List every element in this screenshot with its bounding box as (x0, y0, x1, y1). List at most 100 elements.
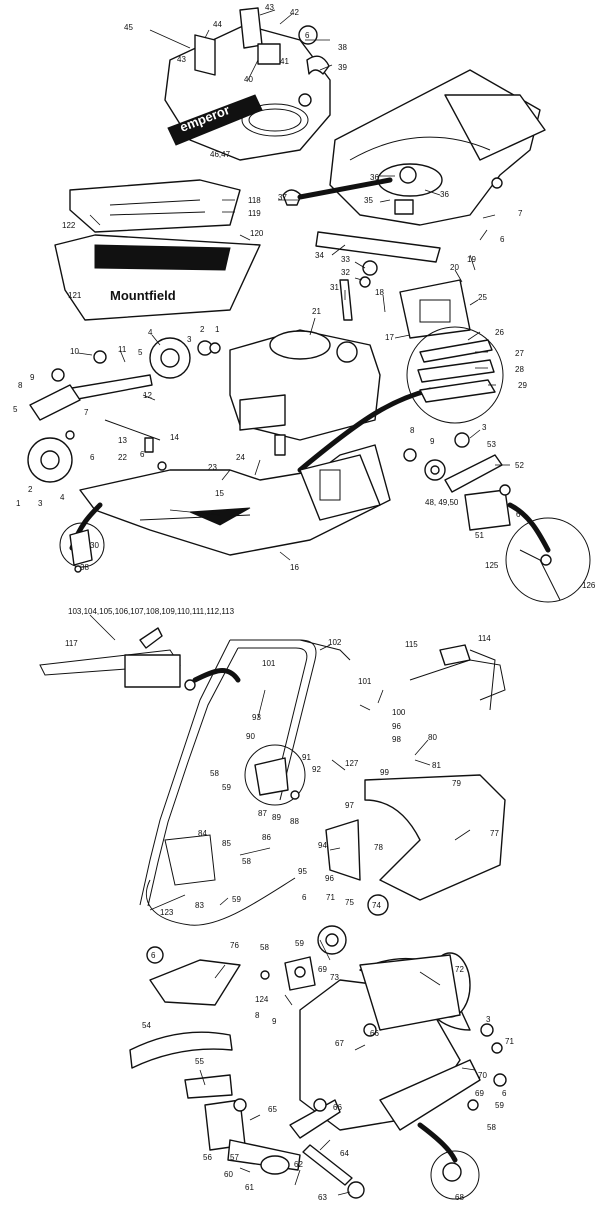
callout-69-top: 69 (318, 965, 327, 974)
callout-40: 40 (244, 75, 253, 84)
callout-93: 93 (252, 713, 261, 722)
handle-frame (139, 639, 351, 907)
callout-6-pulley: 6 (302, 893, 307, 902)
callout-58-bottom: 58 (487, 1123, 496, 1132)
callout-71-top: 71 (326, 893, 335, 902)
callout-3-frame: 3 (486, 1015, 491, 1024)
callout-4-top: 4 (148, 328, 153, 337)
callout-6-blade: 6 (500, 235, 505, 244)
callout-97: 97 (345, 801, 354, 810)
callout-1-bottom: 1 (16, 499, 21, 508)
callout-21: 21 (312, 307, 321, 316)
callout-1-top: 1 (215, 325, 220, 334)
callout-5-left: 5 (13, 405, 18, 414)
callout-63: 63 (318, 1193, 327, 1202)
roller-clip-inset (430, 1150, 480, 1200)
callout-43-left: 43 (177, 55, 186, 64)
callout-59-top: 59 (222, 783, 231, 792)
right-inset-cable (505, 517, 591, 603)
callout-81: 81 (432, 761, 441, 770)
callout-5-top: 5 (138, 348, 143, 357)
callout-122: 122 (62, 221, 76, 230)
callout-36-left: 36 (370, 173, 379, 182)
side-plate (146, 946, 241, 1006)
callout-26: 26 (495, 328, 504, 337)
callout-27: 27 (515, 349, 524, 358)
callout-89: 89 (272, 813, 281, 822)
callout-8-frame: 8 (255, 1011, 260, 1020)
callout-38-bottom: 38 (80, 563, 89, 572)
mower-deck (79, 444, 391, 556)
callout-124: 124 (255, 995, 269, 1004)
callout-85: 85 (222, 839, 231, 848)
callout-9-frame: 9 (272, 1017, 277, 1026)
callout-55: 55 (195, 1057, 204, 1066)
callout-3-right: 3 (482, 423, 487, 432)
callout-76: 76 (230, 941, 239, 950)
grass-chute (325, 774, 506, 901)
callout-92: 92 (312, 765, 321, 774)
callout-119: 119 (248, 209, 261, 218)
callout-59-bottom: 59 (495, 1101, 504, 1110)
callout-60: 60 (224, 1170, 233, 1179)
callout-88: 88 (290, 817, 299, 826)
callout-9-right: 9 (430, 437, 435, 446)
callout-11: 11 (118, 345, 127, 354)
callout-25: 25 (478, 293, 487, 302)
callout-44: 44 (213, 20, 222, 29)
callout-56: 56 (203, 1153, 212, 1162)
callout-6-plate: 6 (151, 951, 156, 960)
callout-43-top: 43 (265, 3, 274, 12)
grass-box-lid (69, 179, 241, 233)
callout-7-top: 7 (518, 209, 523, 218)
callout-39: 39 (338, 63, 347, 72)
callout-6-frame: 6 (502, 1089, 507, 1098)
callout-94: 94 (318, 841, 327, 850)
callout-79: 79 (452, 779, 461, 788)
callout-14: 14 (170, 433, 179, 442)
callout-84: 84 (198, 829, 207, 838)
callout-33: 33 (341, 255, 350, 264)
callout-70: 70 (478, 1071, 487, 1080)
callout-66-top: 66 (370, 1029, 379, 1038)
callout-19: 19 (467, 255, 476, 264)
drive-belt (129, 1031, 233, 1069)
callout-96-bottom: 96 (325, 874, 334, 883)
callout-61: 61 (245, 1183, 254, 1192)
drive-pulley (317, 894, 389, 955)
callout-62: 62 (294, 1160, 303, 1169)
callout-30: 30 (90, 541, 99, 550)
callout-46-47: 46,47 (210, 150, 231, 159)
callout-3-top: 3 (187, 335, 192, 344)
callout-96-top: 96 (392, 722, 401, 731)
callout-120: 120 (250, 229, 264, 238)
callout-7-left: 7 (84, 408, 89, 417)
callout-2-bottom: 2 (28, 485, 33, 494)
callout-24: 24 (236, 453, 245, 462)
grass-box-body: Mountfield (54, 234, 261, 321)
callout-13: 13 (118, 436, 127, 445)
callout-29: 29 (518, 381, 527, 390)
left-inset-bracket (59, 522, 105, 573)
callout-31: 31 (330, 283, 339, 292)
callout-58-top: 58 (210, 769, 219, 778)
callout-36-right: 36 (440, 190, 449, 199)
callout-54: 54 (142, 1021, 151, 1030)
callout-64: 64 (340, 1149, 349, 1158)
pulley-69 (260, 956, 316, 991)
callout-38-top: 38 (338, 43, 347, 52)
callout-9-left: 9 (30, 373, 35, 382)
callout-6-wheel: 6 (90, 453, 95, 462)
callout-58-pulley: 58 (260, 943, 269, 952)
callout-4-bottom: 4 (60, 493, 65, 502)
handle-grip (409, 644, 506, 711)
callout-23: 23 (208, 463, 217, 472)
callout-80: 80 (428, 733, 437, 742)
callout-95: 95 (298, 867, 307, 876)
callout-73: 73 (330, 973, 339, 982)
callout-8-left: 8 (18, 381, 23, 390)
callout-65: 65 (268, 1105, 277, 1114)
callout-78: 78 (374, 843, 383, 852)
drive-link (184, 1074, 365, 1199)
callout-115: 115 (405, 640, 418, 649)
